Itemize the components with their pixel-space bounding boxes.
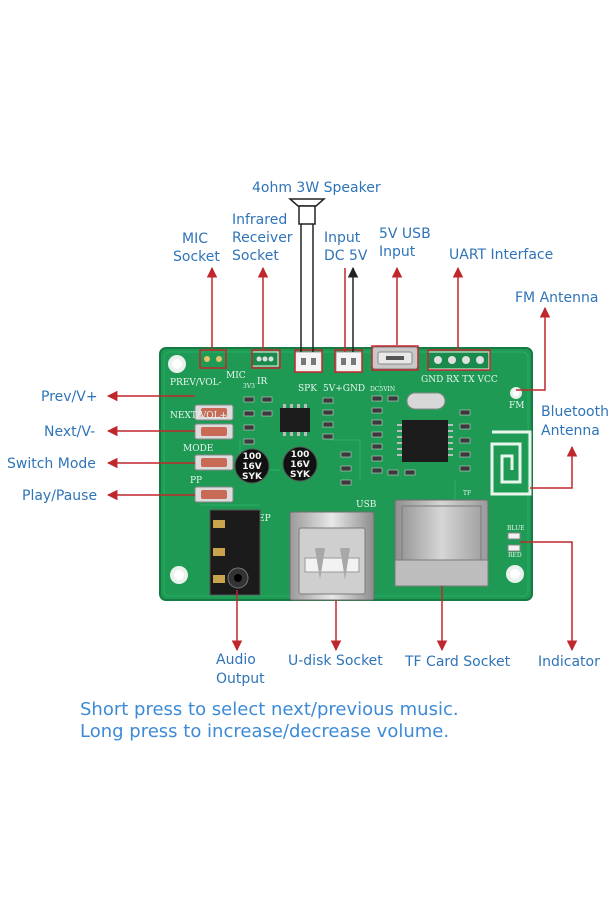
label-audio-1: Audio xyxy=(216,652,256,668)
silk-power: 5V+GND xyxy=(323,384,365,394)
silk-mic: MIC xyxy=(226,371,246,381)
label-dc-1: Input xyxy=(324,230,361,246)
label-usb-in-1: 5V USB xyxy=(379,226,431,242)
speaker-icon xyxy=(288,198,326,225)
label-ir-1: Infrared xyxy=(232,212,287,228)
button-mode[interactable] xyxy=(194,454,234,471)
label-uart: UART Interface xyxy=(449,247,553,263)
micro-usb-port[interactable] xyxy=(371,346,419,370)
label-ir-3: Socket xyxy=(232,248,279,264)
silk-prev-vol: PREV/VOL- xyxy=(170,378,222,388)
ir-socket[interactable] xyxy=(251,351,279,367)
label-next: Next/V- xyxy=(44,424,95,440)
mounting-hole-br xyxy=(506,565,524,583)
silk-dc: DC5VIN xyxy=(370,386,395,393)
svg-text:SYK: SYK xyxy=(290,470,311,480)
capacitor-1: 100 16V SYK xyxy=(234,448,270,484)
label-indicator: Indicator xyxy=(538,654,600,670)
label-tf: TF Card Socket xyxy=(404,654,511,670)
button-play-pause[interactable] xyxy=(194,486,234,503)
crystal-oscillator xyxy=(406,392,446,410)
led-red xyxy=(507,544,521,552)
capacitor-2: 100 16V SYK xyxy=(282,446,318,482)
speaker-connector[interactable] xyxy=(294,351,323,373)
svg-text:16V: 16V xyxy=(242,462,262,472)
silk-blue: BLUE xyxy=(507,525,525,532)
silk-ep: EP xyxy=(258,514,271,524)
audio-jack[interactable] xyxy=(209,509,261,596)
callout-arrows xyxy=(106,266,578,652)
silk-mode: MODE xyxy=(183,444,213,454)
silk-tf: TF xyxy=(463,490,471,497)
speaker-wires xyxy=(300,224,314,352)
silk-spk: SPK xyxy=(298,384,317,394)
label-bt-1: Bluetooth xyxy=(541,404,609,420)
smd-components xyxy=(243,395,471,486)
silk-usb: USB xyxy=(356,500,377,510)
label-dc-2: DC 5V xyxy=(324,248,368,264)
svg-text:SYK: SYK xyxy=(242,472,263,482)
silk-uart-pins: GND RX TX VCC xyxy=(421,375,498,385)
mounting-hole-tl xyxy=(168,355,186,373)
label-play-pause: Play/Pause xyxy=(22,488,97,504)
mounting-hole-tr xyxy=(510,387,522,399)
svg-text:16V: 16V xyxy=(290,460,310,470)
silk-pp: PP xyxy=(190,476,202,486)
label-prev: Prev/V+ xyxy=(41,389,98,405)
silk-3v3: 3V3 xyxy=(243,383,255,390)
uart-header[interactable] xyxy=(427,351,490,370)
label-speaker: 4ohm 3W Speaker xyxy=(252,180,381,196)
svg-text:100: 100 xyxy=(243,452,262,462)
tf-card-socket[interactable] xyxy=(394,499,489,587)
caption-line-1: Short press to select next/previous musi… xyxy=(80,699,459,720)
button-next[interactable] xyxy=(194,423,234,440)
bluetooth-antenna-trace xyxy=(490,430,532,496)
caption-line-2: Long press to increase/decrease volume. xyxy=(80,721,450,742)
label-bt-2: Antenna xyxy=(541,423,600,439)
label-udisk: U-disk Socket xyxy=(288,653,383,669)
label-mode: Switch Mode xyxy=(7,456,96,472)
label-mic-2: Socket xyxy=(173,249,220,265)
label-audio-2: Output xyxy=(216,671,265,687)
silk-red: RED xyxy=(508,552,522,559)
mounting-hole-bl xyxy=(170,566,188,584)
dc-input-connector[interactable] xyxy=(335,351,363,373)
silk-fm: FM xyxy=(509,401,524,411)
label-mic-1: MIC xyxy=(182,231,208,247)
silk-ir: IR xyxy=(257,377,268,387)
silk-next-vol: NEXT/VOL+ xyxy=(170,411,227,421)
svg-text:100: 100 xyxy=(291,450,310,460)
label-usb-in-2: Input xyxy=(379,244,416,260)
highlight-boxes xyxy=(199,345,491,373)
button-prev[interactable] xyxy=(194,404,234,421)
label-ir-2: Receiver xyxy=(232,230,293,246)
label-fm-antenna: FM Antenna xyxy=(515,290,598,306)
main-chip xyxy=(397,420,453,462)
usb-a-socket[interactable] xyxy=(289,511,375,601)
amplifier-ic xyxy=(280,404,310,436)
led-blue xyxy=(507,532,521,540)
